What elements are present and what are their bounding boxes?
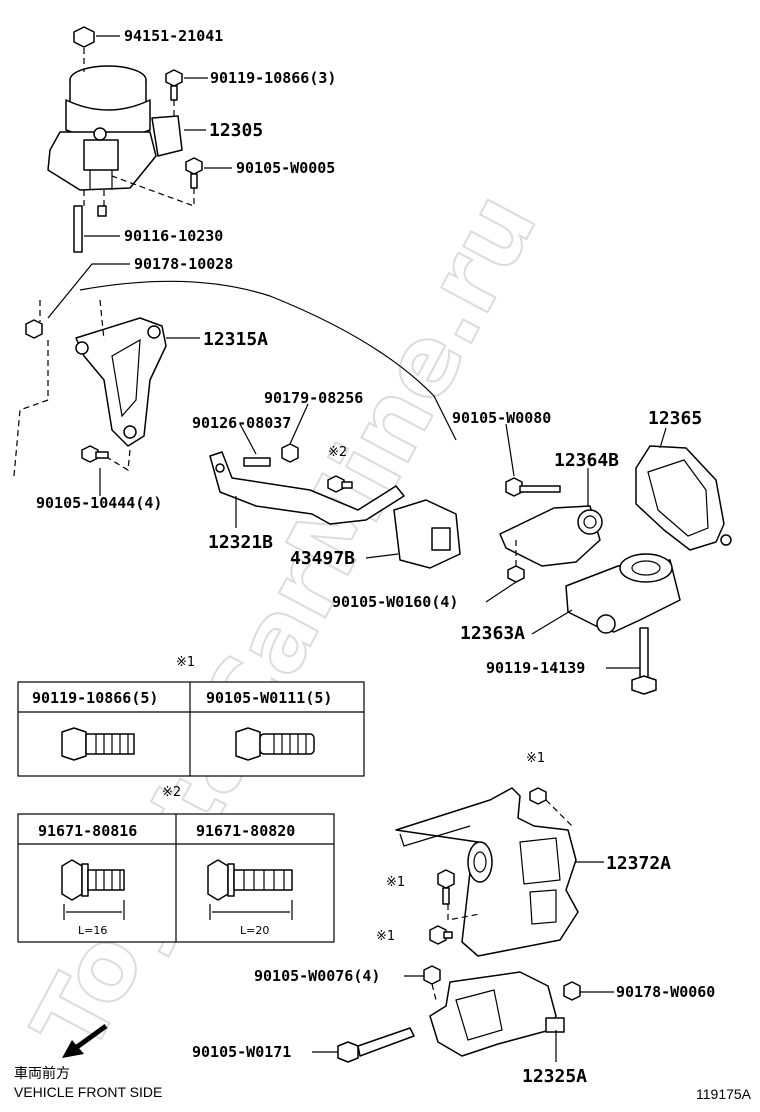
- label-90105-W0171: 90105-W0171: [192, 1043, 291, 1061]
- label-90105-W0080: 90105-W0080: [452, 409, 551, 427]
- bolt-91671-80820-icon: [207, 859, 293, 920]
- table1-mark: ※1: [176, 655, 195, 670]
- label-12372A: 12372A: [606, 853, 671, 874]
- table1-col2-header: 90105-W0111(5): [206, 689, 332, 707]
- part-12325A-bracket[interactable]: [429, 971, 565, 1057]
- bolt-90105-W0076[interactable]: [423, 965, 441, 985]
- stud-90116-10230[interactable]: [73, 205, 107, 253]
- label-90178-10028: 90178-10028: [134, 255, 233, 273]
- label-90119-14139: 90119-14139: [486, 659, 585, 677]
- bolt-note1-mid[interactable]: [437, 869, 455, 905]
- label-12315A: 12315A: [203, 329, 268, 350]
- bolt-note1-low[interactable]: [429, 925, 453, 945]
- bolt-90119-10866-top[interactable]: [165, 69, 183, 101]
- table2-col1-header: 91671-80816: [38, 822, 137, 840]
- bolt-91671-80816-icon: [61, 859, 125, 920]
- table1-col1-header: 90119-10866(5): [32, 689, 158, 707]
- part-12372A-bracket[interactable]: [395, 787, 579, 957]
- part-12321B-bracket[interactable]: [209, 451, 405, 525]
- part-12305-mount-assembly[interactable]: [47, 65, 183, 191]
- label-90179-08256: 90179-08256: [264, 389, 363, 407]
- mark-note1-top: ※1: [526, 751, 545, 766]
- bolt-90119-10866-icon: [61, 727, 135, 761]
- nut-90178-10028[interactable]: [25, 319, 43, 339]
- mark-note1-low: ※1: [376, 929, 395, 944]
- bolt-90105-W0005[interactable]: [185, 157, 203, 189]
- table1: [17, 681, 365, 777]
- label-90105-W0160-4: 90105-W0160(4): [332, 593, 458, 611]
- label-90105-W0076-4: 90105-W0076(4): [254, 967, 380, 985]
- label-12364B: 12364B: [554, 450, 619, 471]
- direction-label-en: VEHICLE FRONT SIDE: [14, 1084, 162, 1100]
- direction-label-jp: 車両前方: [14, 1065, 70, 1081]
- nut-90178-W0060[interactable]: [563, 981, 581, 1001]
- label-12365: 12365: [648, 408, 702, 429]
- bolt-90105-W0111-icon: [235, 727, 315, 761]
- table2-col2-header: 91671-80820: [196, 822, 295, 840]
- part-43497B-bracket[interactable]: [393, 499, 461, 569]
- front-direction-arrow-icon: [62, 1023, 108, 1058]
- label-90119-10866-3: 90119-10866(3): [210, 69, 336, 87]
- bolt-90119-14139[interactable]: [631, 627, 657, 695]
- label-90116-10230: 90116-10230: [124, 227, 223, 245]
- table2-len1: L=16: [78, 924, 107, 937]
- label-90126-08037: 90126-08037: [192, 414, 291, 432]
- label-90105-W0005: 90105-W0005: [236, 159, 335, 177]
- illustration-id: 119175A: [696, 1086, 752, 1102]
- part-12315A-bracket[interactable]: [75, 317, 167, 447]
- label-43497B: 43497B: [290, 548, 355, 569]
- bolt-90105-W0171[interactable]: [337, 1027, 415, 1063]
- label-12321B: 12321B: [208, 532, 273, 553]
- bolt-note1-top[interactable]: [529, 787, 547, 805]
- bolt-90105-W0160[interactable]: [507, 565, 525, 583]
- mark-note1-mid: ※1: [386, 875, 405, 890]
- stud-90126-08037[interactable]: [243, 457, 271, 467]
- table2-mark: ※2: [162, 785, 181, 800]
- part-12365-cover[interactable]: [635, 445, 732, 551]
- part-12363A-mount[interactable]: [565, 553, 681, 634]
- label-90178-W0060: 90178-W0060: [616, 983, 715, 1001]
- table2-len2: L=20: [240, 924, 269, 937]
- label-12363A: 12363A: [460, 623, 525, 644]
- nut-90179-08256[interactable]: [281, 443, 299, 463]
- nut-94151-21041[interactable]: [73, 26, 95, 48]
- mark-note2-bolt: ※2: [328, 445, 347, 460]
- label-12325A: 12325A: [522, 1066, 587, 1087]
- part-12364B-bracket[interactable]: [499, 505, 603, 567]
- bolt-90105-W0080[interactable]: [505, 477, 561, 497]
- bolt-note2[interactable]: [327, 475, 353, 493]
- label-94151-21041: 94151-21041: [124, 27, 223, 45]
- label-12305: 12305: [209, 120, 263, 141]
- bolt-90105-10444[interactable]: [81, 445, 109, 463]
- label-90105-10444-4: 90105-10444(4): [36, 494, 162, 512]
